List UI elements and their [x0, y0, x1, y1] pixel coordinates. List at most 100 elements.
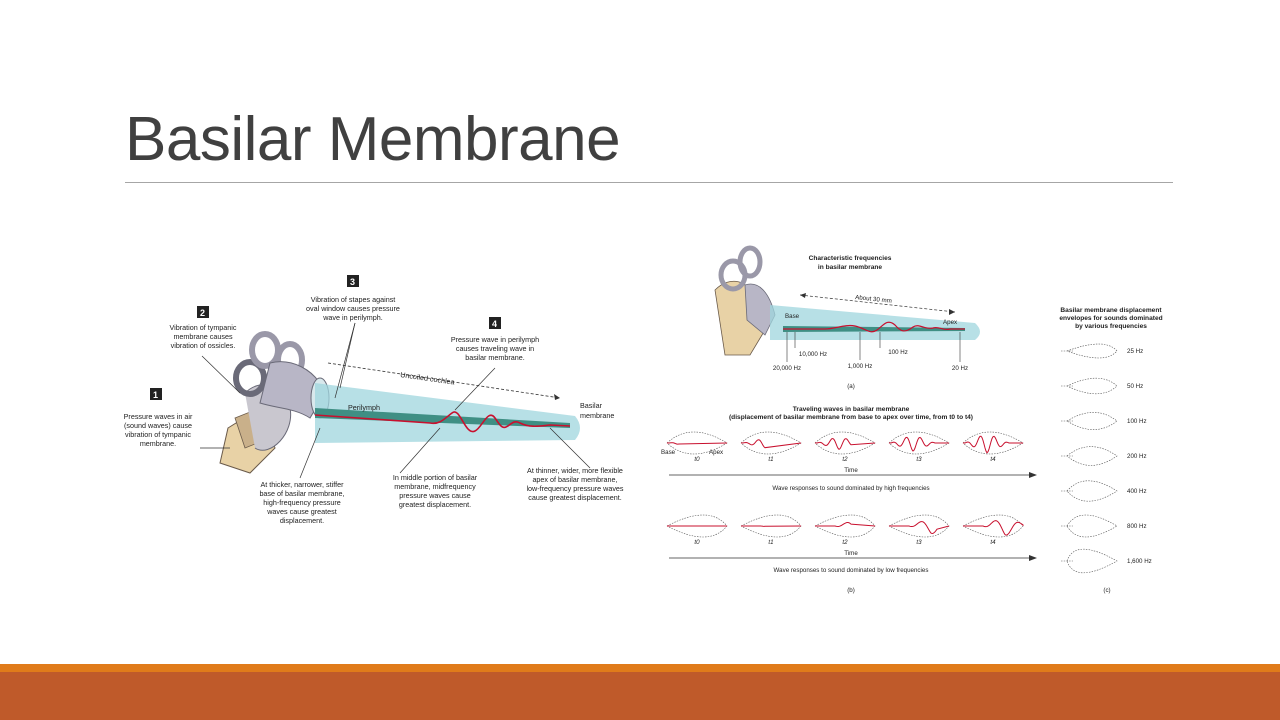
envelope-label-2: 100 Hz	[1127, 418, 1147, 425]
envelope-label-1: 50 Hz	[1127, 383, 1143, 390]
envelope-6	[1066, 549, 1118, 573]
step-1-line-3: vibration of tympanic	[125, 430, 191, 439]
step-4-number: 4	[492, 319, 497, 329]
basilar-membrane-label-2: membrane	[580, 411, 614, 420]
callout-base-line-1: At thicker, narrower, stiffer	[261, 480, 345, 489]
panel-b-high-caption: Wave responses to sound dominated by hig…	[772, 485, 929, 492]
callout-base-line-2: base of basilar membrane,	[259, 489, 344, 498]
callout-apex-line-3: low-frequency pressure waves	[526, 484, 623, 493]
basilar-membrane-label-1: Basilar	[580, 401, 603, 410]
panel-a-apex-label: Apex	[943, 319, 958, 326]
panel-a-title-line-1: Characteristic frequencies	[809, 255, 892, 262]
callout-middle-line-4: greatest displacement.	[399, 500, 471, 509]
high-frequency-wave-4	[963, 435, 1023, 454]
callout-apex-line-2: apex of basilar membrane,	[532, 475, 617, 484]
envelope-3	[1066, 446, 1118, 466]
high-frequency-envelope-1	[740, 431, 802, 455]
footer-bar	[0, 672, 1280, 720]
step-4-line-2: causes traveling wave in	[456, 344, 534, 353]
high-frequency-time-label-4: t4	[990, 456, 996, 463]
envelope-list: 25 Hz 50 Hz 100 Hz 200 Hz 400 Hz 800 Hz 1,600 …	[1061, 343, 1152, 573]
panel-b-apex-label: Apex	[709, 449, 724, 456]
high-frequency-envelope-2	[814, 431, 876, 455]
envelope-label-0: 25 Hz	[1127, 348, 1143, 355]
step-1-line-2: (sound waves) cause	[124, 421, 192, 430]
low-frequency-wave-2	[815, 522, 876, 527]
low-frequency-time-label-1: t1	[768, 539, 773, 546]
low-frequency-time-label-2: t2	[842, 539, 848, 546]
envelope-0	[1066, 343, 1118, 359]
panel-b-title-line-1: Traveling waves in basilar membrane	[793, 406, 910, 413]
panel-a-freq-10000: 10,000 Hz	[799, 351, 827, 358]
low-frequency-wave-3	[889, 521, 950, 535]
panel-b: Traveling waves in basilar membrane (dis…	[661, 406, 1037, 594]
step-4-line-1: Pressure wave in perilymph	[451, 335, 539, 344]
envelope-1	[1066, 377, 1118, 395]
envelope-4	[1066, 480, 1118, 502]
panel-b-caption: (b)	[847, 587, 855, 594]
envelope-label-6: 1,600 Hz	[1127, 558, 1152, 565]
high-frequency-wave-3	[889, 436, 949, 452]
high-frequency-wave-1	[741, 439, 802, 449]
panel-b-title-line-2: (displacement of basilar membrane from b…	[729, 414, 973, 421]
low-frequency-wave-4	[963, 520, 1024, 536]
high-frequency-time-label-3: t3	[916, 456, 922, 463]
ear-illustration	[219, 331, 330, 474]
high-frequency-wave-2	[815, 438, 876, 451]
slide-title: Basilar Membrane	[125, 105, 621, 174]
high-frequency-time-label-1: t1	[768, 456, 773, 463]
panel-c-title-line-3: by various frequencies	[1075, 323, 1147, 330]
cochlea-tube	[315, 383, 580, 443]
callout-middle-line-3: pressure waves cause	[399, 491, 471, 500]
panel-b-time-label-low: Time	[844, 550, 858, 557]
panel-a-length-label: About 30 mm	[855, 294, 892, 305]
step-4-line-3: basilar membrane.	[465, 353, 525, 362]
step-3-line-3: wave in perilymph.	[322, 313, 383, 322]
high-frequency-time-label-0: t0	[694, 456, 700, 463]
traveling-wave	[314, 411, 571, 433]
step-1-line-1: Pressure waves in air	[124, 412, 193, 421]
panel-b-low-caption: Wave responses to sound dominated by low…	[774, 567, 929, 574]
perilymph-label: Perilymph	[348, 403, 380, 412]
step-2-line-2: membrane causes	[173, 332, 233, 341]
panel-b-time-label-high: Time	[844, 467, 858, 474]
step-2-number: 2	[200, 308, 205, 318]
panel-a-freq-100: 100 Hz	[888, 349, 908, 356]
panel-c-title-line-2: envelopes for sounds dominated	[1059, 315, 1162, 322]
step-3-number: 3	[350, 277, 355, 287]
envelope-2	[1066, 412, 1118, 430]
panel-a-title-line-2: in basilar membrane	[818, 264, 882, 271]
panel-c-caption: (c)	[1103, 587, 1110, 594]
panel-a-caption: (a)	[847, 383, 855, 390]
low-frequency-time-label-0: t0	[694, 539, 700, 546]
high-frequency-time-label-2: t2	[842, 456, 848, 463]
panel-a-base-label: Base	[785, 313, 800, 320]
panel-a-freq-20: 20 Hz	[952, 365, 968, 372]
envelope-label-4: 400 Hz	[1127, 488, 1147, 495]
callout-base-line-3: high-frequency pressure	[263, 498, 341, 507]
basilar-membrane-strip	[315, 408, 570, 428]
step-1-number: 1	[153, 390, 158, 400]
callout-base-line-4: waves cause greatest	[266, 507, 337, 516]
envelope-label-3: 200 Hz	[1127, 453, 1147, 460]
panel-c: Basilar membrane displacement envelopes …	[1059, 307, 1162, 594]
step-2-line-1: Vibration of tympanic	[170, 323, 237, 332]
footer-accent-bar	[0, 664, 1280, 672]
envelope-label-5: 800 Hz	[1127, 523, 1147, 530]
uncoiled-cochlea-label: Uncoiled cochlea	[400, 370, 455, 387]
step-3-line-2: oval window causes pressure	[306, 304, 400, 313]
callout-apex-line-4: cause greatest displacement.	[528, 493, 622, 502]
title-divider	[125, 182, 1173, 183]
callout-middle-line-1: In middle portion of basilar	[393, 473, 478, 482]
step-3-line-1: Vibration of stapes against	[311, 295, 396, 304]
basilar-membrane-panels: About 30 mm Characteristic frequencies i…	[661, 245, 1163, 594]
envelope-5	[1066, 514, 1118, 538]
panel-a-freq-1000: 1,000 Hz	[848, 363, 873, 370]
uncoiled-cochlea-figure: Uncoiled cochlea Perilymph Basilar membr…	[124, 275, 624, 525]
callout-middle-line-2: membrane, midfrequency	[394, 482, 476, 491]
callout-base-line-5: displacement.	[280, 516, 324, 525]
callout-apex-line-1: At thinner, wider, more flexible	[527, 466, 623, 475]
panel-a: About 30 mm Characteristic frequencies i…	[714, 245, 980, 390]
high-frequency-wave-0	[667, 442, 728, 445]
